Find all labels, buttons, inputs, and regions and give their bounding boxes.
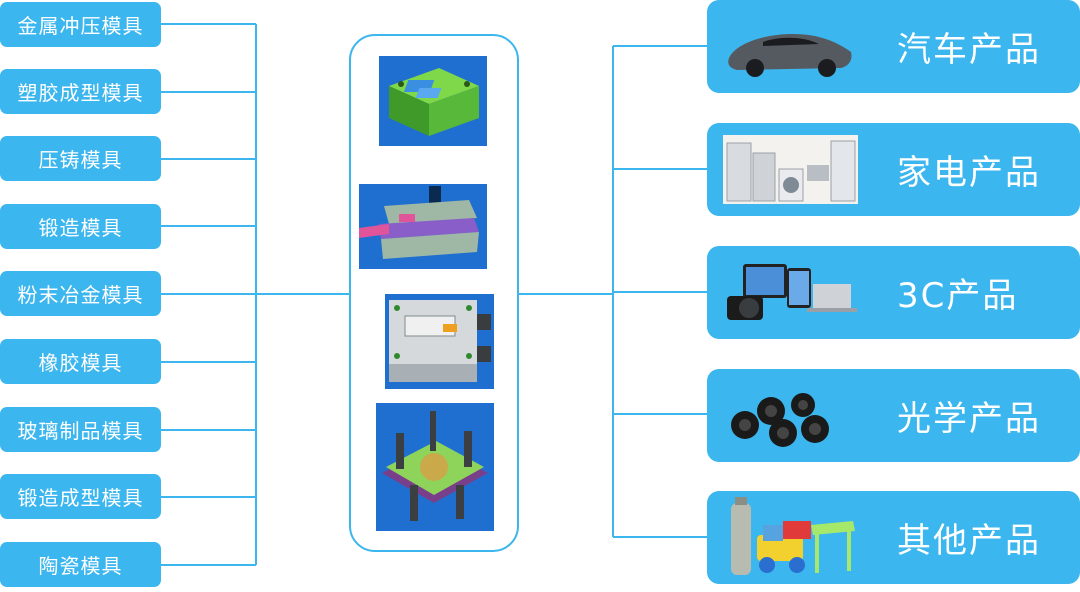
camera-lens-image [731,393,829,447]
mold-image-3 [385,294,494,389]
toys-image [731,497,855,575]
mold-type-label: 玻璃制品模具 [17,419,144,443]
product-optics: 光学产品 [707,369,1080,462]
mold-type-forging: 锻造模具 [0,204,161,249]
mold-type-label: 金属冲压模具 [17,14,144,38]
product-label: 其他产品 [897,521,1041,561]
mold-type-label: 锻造模具 [38,216,123,240]
electronics-image [727,264,857,320]
appliances-image [723,135,858,204]
product-label: 汽车产品 [897,30,1041,70]
mold-type-forge-forming: 锻造成型模具 [0,474,161,519]
mold-type-label: 橡胶模具 [38,351,123,375]
car-image [728,34,852,77]
mold-image-4 [376,403,494,531]
product-appliances: 家电产品 [707,123,1080,216]
mold-type-die-casting: 压铸模具 [0,136,161,181]
mold-type-ceramic: 陶瓷模具 [0,542,161,587]
mold-type-powder-metallurgy: 粉末冶金模具 [0,271,161,316]
mold-type-label: 塑胶成型模具 [17,81,144,105]
product-label: 家电产品 [897,153,1041,193]
mold-image-1 [379,56,487,146]
product-label: 3C产品 [897,276,1019,316]
mold-type-rubber: 橡胶模具 [0,339,161,384]
mold-type-plastic-injection: 塑胶成型模具 [0,69,161,114]
mold-type-label: 粉末冶金模具 [17,283,144,307]
mold-type-label: 锻造成型模具 [17,486,144,510]
mold-image-2 [359,184,487,269]
mold-type-glass: 玻璃制品模具 [0,407,161,452]
mold-type-label: 陶瓷模具 [38,554,123,578]
product-electronics: 3C产品 [707,246,1080,339]
mold-type-label: 压铸模具 [38,148,123,172]
mold-type-metal-stamping: 金属冲压模具 [0,2,161,47]
product-other: 其他产品 [707,491,1080,584]
product-label: 光学产品 [897,399,1041,439]
product-car: 汽车产品 [707,0,1080,93]
